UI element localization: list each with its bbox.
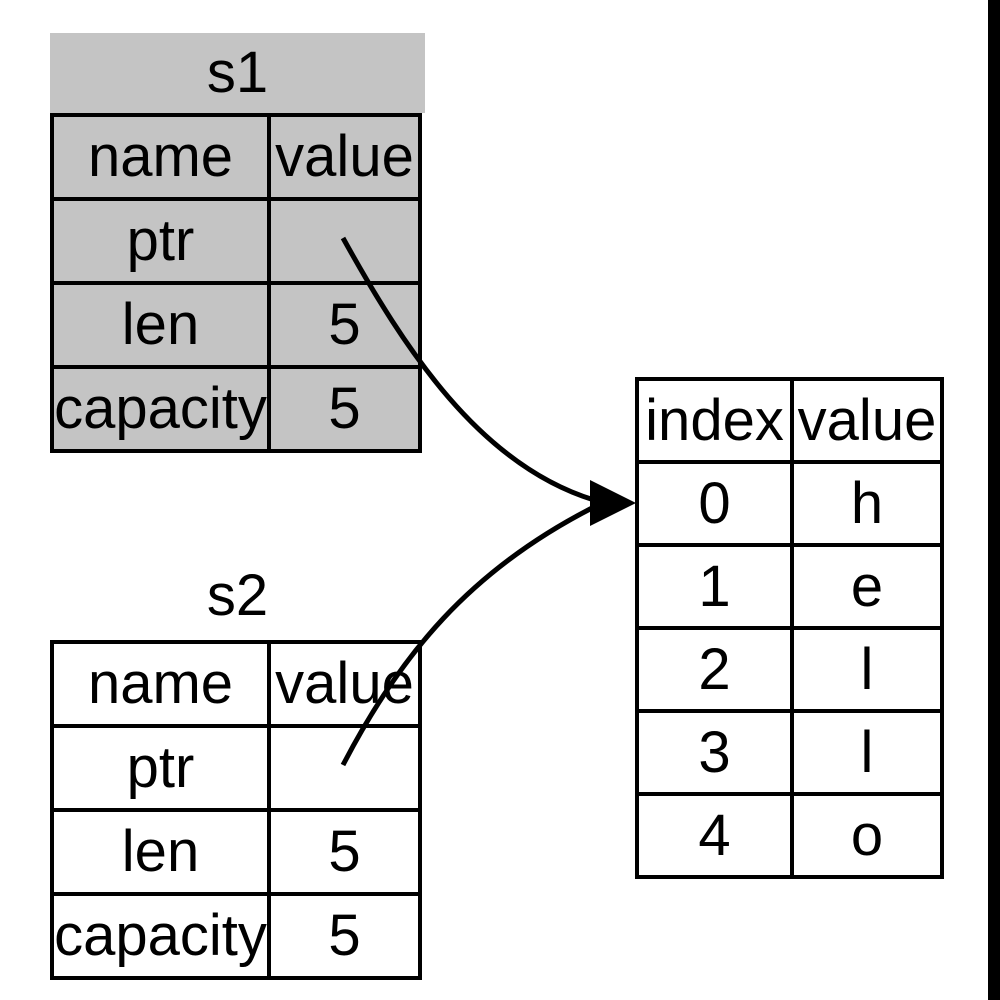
s2-len-value-cell: 5 [267, 808, 422, 896]
s2-stack-table: name value ptr len 5 capacity 5 [50, 640, 422, 980]
heap-table: index value 0 h 1 e 2 l 3 l 4 o [635, 377, 944, 879]
s1-capacity-row: capacity 5 [50, 365, 422, 453]
s1-header-row: name value [50, 113, 422, 201]
heap-index-4-cell: 4 [635, 792, 794, 879]
s1-len-value-cell: 5 [267, 281, 422, 369]
s1-capacity-name-cell: capacity [50, 365, 271, 453]
heap-row-2: 2 l [635, 626, 944, 713]
heap-index-2-cell: 2 [635, 626, 794, 713]
s1-title-label: s1 [206, 40, 269, 105]
heap-value-2-cell: l [790, 626, 944, 713]
arrowhead-icon [590, 480, 636, 526]
right-edge-bar [988, 0, 1000, 1000]
s2-capacity-value-cell: 5 [267, 892, 422, 980]
s2-header-row: name value [50, 640, 422, 728]
heap-index-0-cell: 0 [635, 460, 794, 547]
s1-value-header-cell: value [267, 113, 422, 201]
s2-ptr-value-cell [267, 724, 422, 812]
s1-capacity-value-cell: 5 [267, 365, 422, 453]
heap-index-header-cell: index [635, 377, 794, 464]
s2-title: s2 [50, 556, 425, 636]
s2-value-header-cell: value [267, 640, 422, 728]
heap-value-header-cell: value [790, 377, 944, 464]
s2-name-header-cell: name [50, 640, 271, 728]
heap-value-1-cell: e [790, 543, 944, 630]
heap-row-3: 3 l [635, 709, 944, 796]
s2-capacity-name-cell: capacity [50, 892, 271, 980]
s1-ptr-row: ptr [50, 197, 422, 285]
s1-len-name-cell: len [50, 281, 271, 369]
heap-row-4: 4 o [635, 792, 944, 879]
heap-row-1: 1 e [635, 543, 944, 630]
s2-title-label: s2 [206, 563, 269, 628]
heap-index-1-cell: 1 [635, 543, 794, 630]
s1-ptr-name-cell: ptr [50, 197, 271, 285]
s1-title: s1 [50, 33, 425, 113]
s1-len-row: len 5 [50, 281, 422, 369]
s2-len-name-cell: len [50, 808, 271, 896]
s1-name-header-cell: name [50, 113, 271, 201]
heap-value-3-cell: l [790, 709, 944, 796]
s2-capacity-row: capacity 5 [50, 892, 422, 980]
s1-ptr-value-cell [267, 197, 422, 285]
heap-value-4-cell: o [790, 792, 944, 879]
s2-len-row: len 5 [50, 808, 422, 896]
heap-header-row: index value [635, 377, 944, 464]
heap-value-0-cell: h [790, 460, 944, 547]
heap-row-0: 0 h [635, 460, 944, 547]
s2-ptr-row: ptr [50, 724, 422, 812]
heap-index-3-cell: 3 [635, 709, 794, 796]
s2-ptr-name-cell: ptr [50, 724, 271, 812]
s1-stack-table: name value ptr len 5 capacity 5 [50, 113, 422, 453]
